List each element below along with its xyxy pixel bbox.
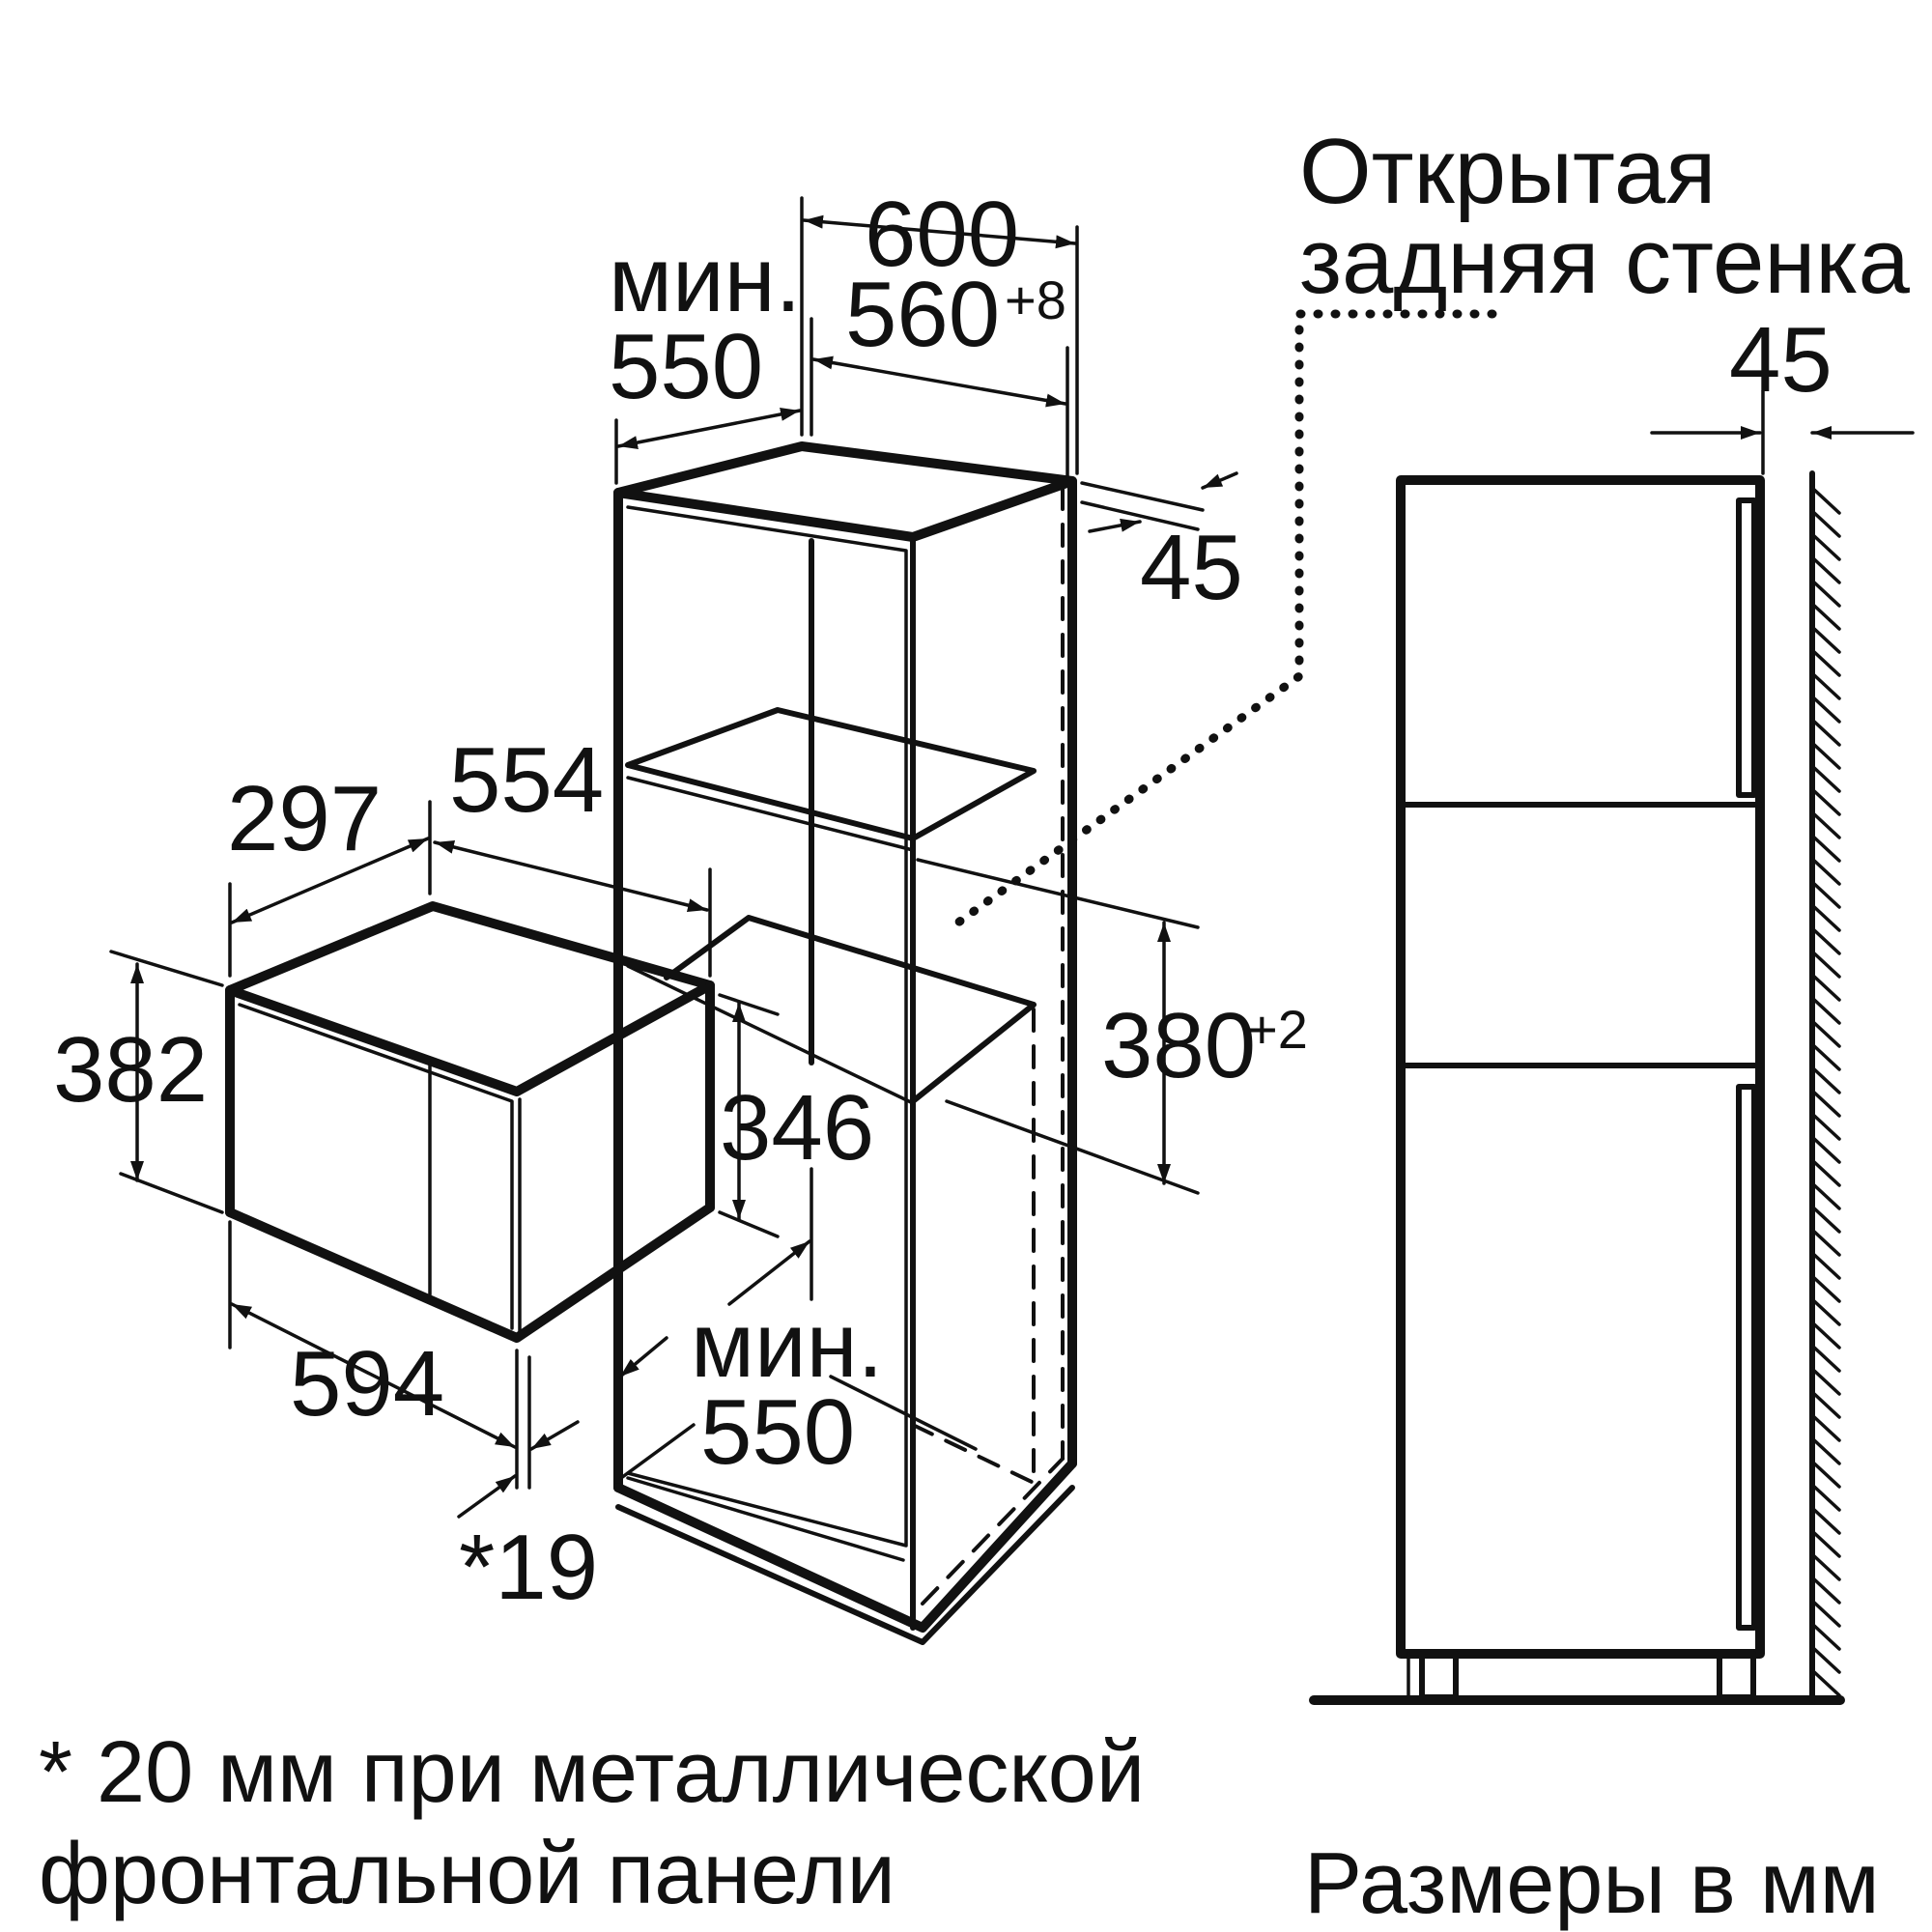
- dim-297: 297: [227, 767, 382, 870]
- wall-hatching: [1810, 486, 1841, 1697]
- dim-382: 382: [53, 1018, 208, 1122]
- dim-560: 560: [845, 263, 1000, 366]
- label-open-back-1: Открытая: [1299, 120, 1716, 223]
- dim-380-tolerance: +2: [1246, 999, 1308, 1060]
- label-open-back-2: задняя стенка: [1299, 210, 1910, 313]
- dim-594: 594: [290, 1332, 444, 1435]
- dim-560-tolerance: +8: [1005, 270, 1066, 330]
- label-min-top: мин.: [609, 228, 801, 331]
- tall-cabinet: [613, 441, 1077, 1645]
- cabinet-side-view: [1309, 470, 1845, 1705]
- units-note: Размеры в мм: [1304, 1835, 1880, 1932]
- dim-550-bottom: 550: [700, 1380, 855, 1484]
- footnote-line-2: фронтальной панели: [39, 1826, 895, 1922]
- dim-346: 346: [720, 1076, 874, 1179]
- dimension-lines: [109, 196, 1915, 1519]
- dim-600: 600: [865, 183, 1019, 286]
- label-min-bottom: мин.: [691, 1293, 883, 1397]
- dim-45-wall: 45: [1729, 308, 1833, 412]
- dim-380: 380: [1101, 994, 1256, 1097]
- dim-550-top: 550: [609, 315, 763, 418]
- dim-45-gap: 45: [1140, 516, 1243, 619]
- footnote-line-1: * 20 мм при металлической: [39, 1724, 1145, 1821]
- dim-554: 554: [449, 728, 604, 832]
- labels: Открытая задняя стенка 600 мин. 550 560 …: [39, 120, 1910, 1932]
- dim-19: *19: [459, 1516, 598, 1619]
- microwave-appliance: [225, 901, 715, 1343]
- open-back-pointer: [947, 309, 1497, 932]
